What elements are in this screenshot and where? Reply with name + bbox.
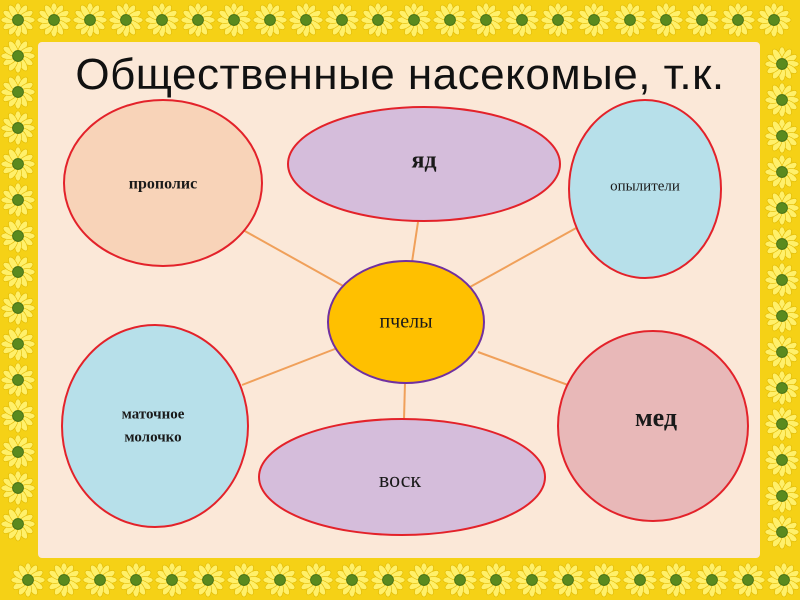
node-yad-label: яд bbox=[411, 148, 436, 174]
node-matochnoe-shape bbox=[62, 325, 248, 527]
node-propolis: прополис bbox=[64, 100, 262, 266]
connector-vosk bbox=[404, 382, 405, 420]
connector-matochnoe bbox=[242, 347, 340, 385]
node-matochnoe-label-line2: молочко bbox=[124, 429, 181, 445]
node-center-label: пчелы bbox=[379, 311, 432, 333]
node-matochnoe-molochko: маточное молочко bbox=[62, 325, 248, 527]
node-propolis-label: прополис bbox=[129, 176, 197, 193]
node-opyliteli: опылители bbox=[569, 100, 721, 278]
node-med-label: мед bbox=[635, 403, 677, 432]
node-opyliteli-label: опылители bbox=[610, 178, 680, 194]
node-vosk: воск bbox=[259, 419, 545, 535]
node-matochnoe-label-line1: маточное bbox=[122, 406, 185, 422]
connector-propolis bbox=[243, 230, 345, 287]
connector-opyliteli bbox=[470, 227, 578, 287]
connector-yad bbox=[412, 222, 418, 262]
connector-med bbox=[478, 352, 568, 385]
node-center-pchely: пчелы bbox=[328, 261, 484, 383]
node-med: мед bbox=[558, 331, 748, 521]
node-yad: яд bbox=[288, 107, 560, 221]
node-vosk-label: воск bbox=[379, 467, 422, 492]
